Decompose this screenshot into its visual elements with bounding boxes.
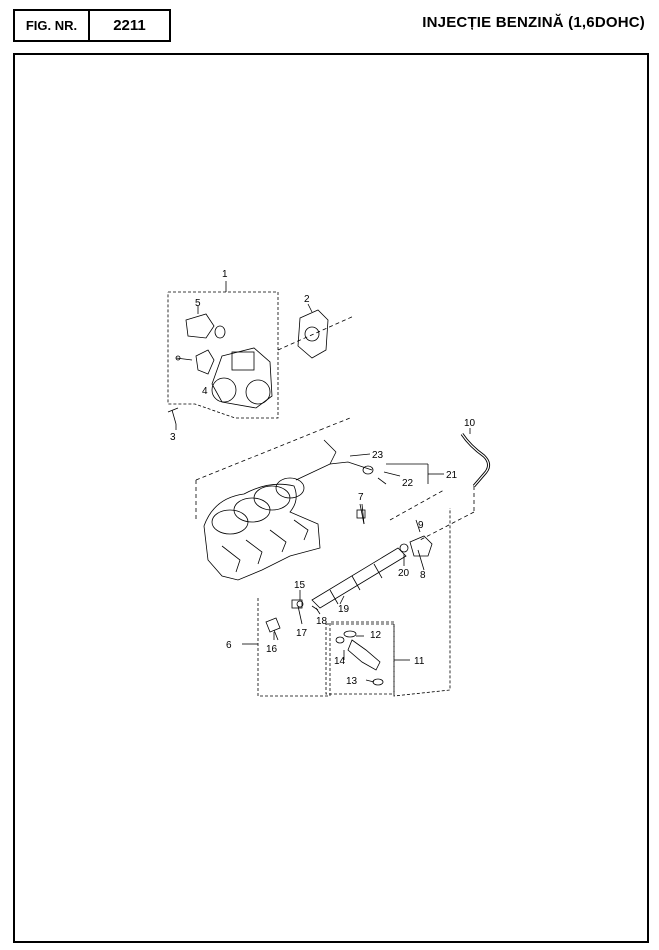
throttle-sensor-part (195, 349, 215, 375)
callout-19: 19 (338, 604, 350, 615)
vacuum-hose-part (460, 433, 491, 487)
callout-7: 7 (358, 492, 364, 503)
callout-22: 22 (402, 478, 414, 489)
figure-number-label: FIG. NR. (15, 11, 90, 40)
callout-4: 4 (202, 386, 208, 397)
throttle-group-frame (167, 291, 279, 419)
callout-20: 20 (398, 568, 410, 579)
callout-6: 6 (226, 640, 232, 651)
fuel-pipe-assembly (295, 439, 444, 485)
figure-number-value: 2211 (113, 17, 146, 34)
screw-part-3 (171, 409, 177, 425)
figure-number-box: FIG. NR. 2211 (13, 9, 171, 42)
callout-1: 1 (222, 269, 228, 280)
callout-15: 15 (294, 580, 306, 591)
callout-5: 5 (195, 298, 201, 309)
callout-8: 8 (420, 570, 426, 581)
callout-12: 12 (370, 630, 382, 641)
injector-group-frame (325, 623, 395, 695)
callout-17: 17 (296, 628, 308, 639)
callout-18: 18 (316, 616, 328, 627)
callout-23: 23 (372, 450, 384, 461)
bolt-part-16 (265, 617, 281, 633)
callout-14: 14 (334, 656, 346, 667)
gasket-part (297, 309, 329, 359)
callout-2: 2 (304, 294, 310, 305)
intake-manifold-part (203, 477, 321, 581)
callout-21: 21 (446, 470, 458, 481)
callout-10: 10 (464, 418, 476, 429)
callout-13: 13 (346, 676, 358, 687)
pressure-regulator-part (409, 535, 433, 557)
page-title: INJECȚIE BENZINĂ (1,6DOHC) (422, 14, 645, 31)
injector-part (347, 639, 381, 671)
fuel-rail-part (311, 547, 407, 609)
callout-3: 3 (170, 432, 176, 443)
idle-valve-part (185, 313, 215, 339)
callout-11: 11 (414, 656, 425, 667)
callout-9: 9 (418, 520, 424, 531)
diagram-frame (13, 53, 649, 943)
callout-16: 16 (266, 644, 278, 655)
